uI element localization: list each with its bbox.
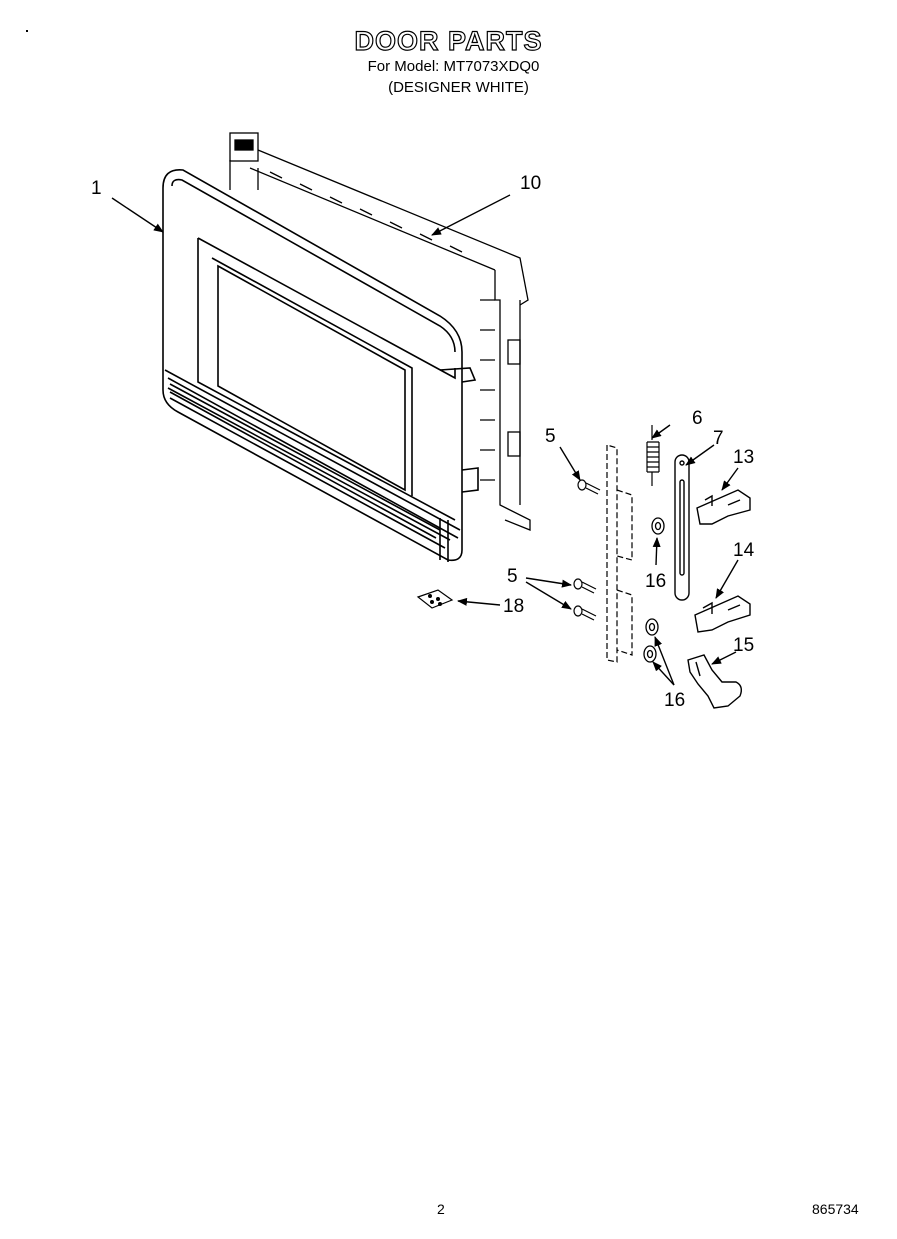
callout-16-lower: 16 (664, 690, 685, 711)
part-5-screw-lower-a (573, 578, 597, 594)
leader-16-lower-b (652, 661, 675, 686)
part-16-nut-lower-b (643, 645, 657, 663)
part-1-door (162, 169, 479, 562)
part-10-door-frame (229, 132, 531, 531)
part-14-latch (694, 595, 751, 633)
leader-5-upper (559, 446, 581, 481)
latch-plate (606, 444, 633, 663)
callout-15: 15 (733, 635, 754, 656)
callout-5-lower: 5 (507, 566, 518, 587)
page-number: 2 (437, 1201, 445, 1217)
leader-16-upper (652, 537, 661, 566)
model-line: For Model: MT7073XDQ0 (367, 58, 540, 75)
callout-10: 10 (520, 173, 541, 194)
part-16-nut-lower-a (645, 618, 659, 636)
part-13-latch (696, 489, 751, 525)
leader-18 (457, 597, 501, 606)
callout-18: 18 (503, 596, 524, 617)
leader-5-lower-a (525, 577, 572, 588)
part-5-screw-lower-b (573, 605, 597, 621)
part-15-hook (687, 654, 743, 709)
callout-13: 13 (733, 447, 754, 468)
document-code: 865734 (812, 1201, 859, 1217)
leader-5-lower-b (525, 581, 572, 610)
leader-16-lower-a (654, 636, 675, 686)
leader-10 (431, 194, 511, 236)
callout-14: 14 (733, 540, 755, 561)
callout-1: 1 (91, 178, 102, 199)
color-line: (DESIGNER WHITE) (388, 79, 529, 96)
callout-6: 6 (692, 408, 703, 429)
leader-7 (685, 444, 715, 466)
callout-5-upper: 5 (545, 426, 556, 447)
leader-15 (711, 651, 737, 665)
callout-7: 7 (713, 428, 724, 449)
part-7-latch-bar (674, 454, 690, 601)
leader-13 (721, 467, 739, 491)
page-title: DOOR PARTS (354, 25, 543, 56)
leader-14 (715, 559, 739, 599)
part-18-pad (416, 589, 454, 609)
part-16-nut-upper (651, 517, 665, 535)
callout-16-upper: 16 (645, 571, 666, 592)
part-5-screw-upper (577, 479, 601, 495)
leader-6 (651, 424, 671, 439)
corner-mark (26, 30, 28, 32)
leader-1 (111, 197, 164, 233)
